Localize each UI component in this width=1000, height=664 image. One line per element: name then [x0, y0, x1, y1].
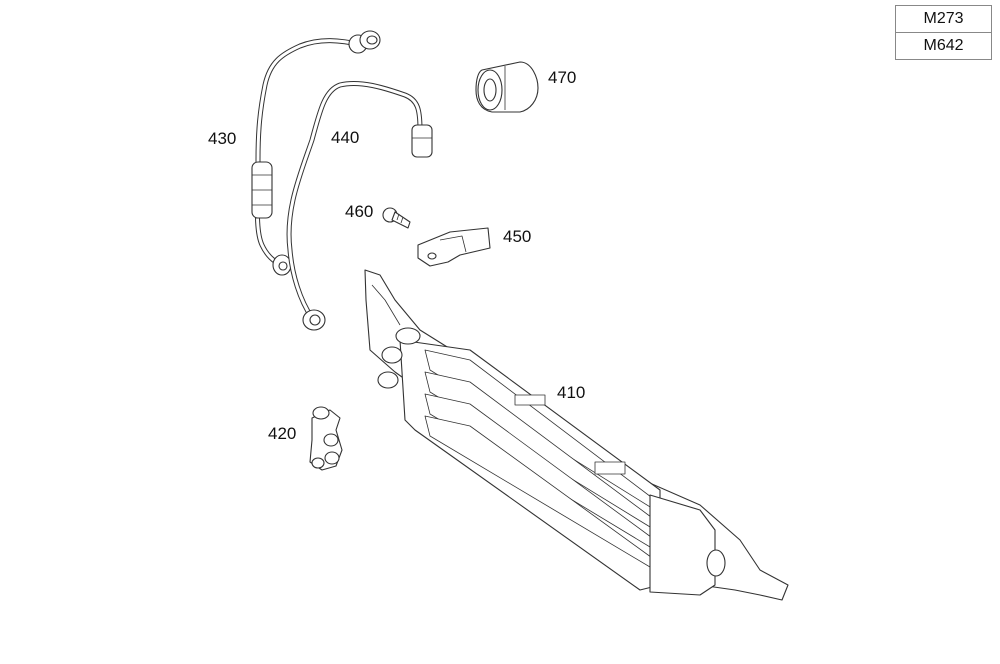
engine-variant-m642[interactable]: M642: [895, 32, 992, 60]
callout-420: 420: [268, 424, 297, 443]
callout-410: 410: [557, 383, 586, 402]
callout-440: 440: [331, 128, 360, 147]
callout-470: 470: [548, 68, 577, 87]
part-470-sleeve[interactable]: [475, 61, 539, 113]
engine-variant-m273[interactable]: M273: [895, 5, 992, 33]
part-420-fitting[interactable]: [309, 406, 343, 471]
callout-430: 430: [208, 129, 237, 148]
part-430-oil-line[interactable]: [251, 30, 381, 276]
part-410-oil-cooler[interactable]: [364, 269, 789, 601]
part-460-bolt[interactable]: [382, 207, 411, 229]
part-440-oil-line[interactable]: [286, 80, 433, 331]
part-450-bracket[interactable]: [417, 227, 491, 267]
engine-variant-table: M273 M642: [895, 5, 992, 60]
callout-460: 460: [345, 202, 374, 221]
callout-450: 450: [503, 227, 532, 246]
